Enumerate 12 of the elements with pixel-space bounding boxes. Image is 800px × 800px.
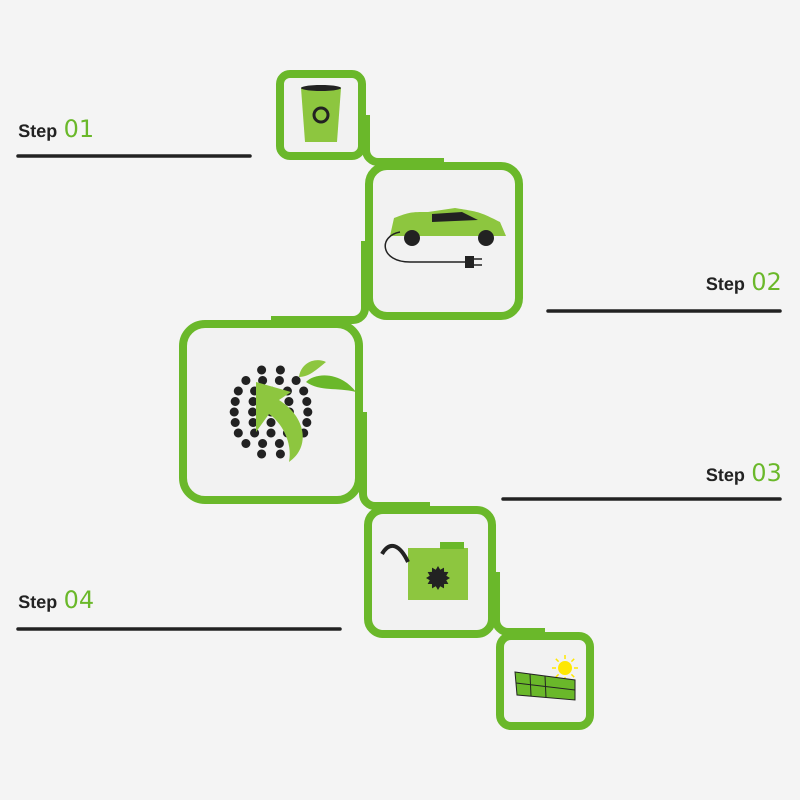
step-number: 01 (65, 119, 92, 138)
connector-band (359, 412, 430, 510)
step-number: 03 (752, 463, 780, 482)
step-label: Step (18, 595, 56, 612)
step-label: Step (706, 468, 744, 485)
connector-band (492, 572, 545, 636)
step-label: Step (706, 277, 744, 294)
connector-band (362, 115, 444, 166)
step-label: Step (18, 124, 56, 141)
step-number: 02 (752, 272, 780, 290)
step-number: 04 (65, 590, 93, 608)
connector-band (271, 241, 369, 324)
